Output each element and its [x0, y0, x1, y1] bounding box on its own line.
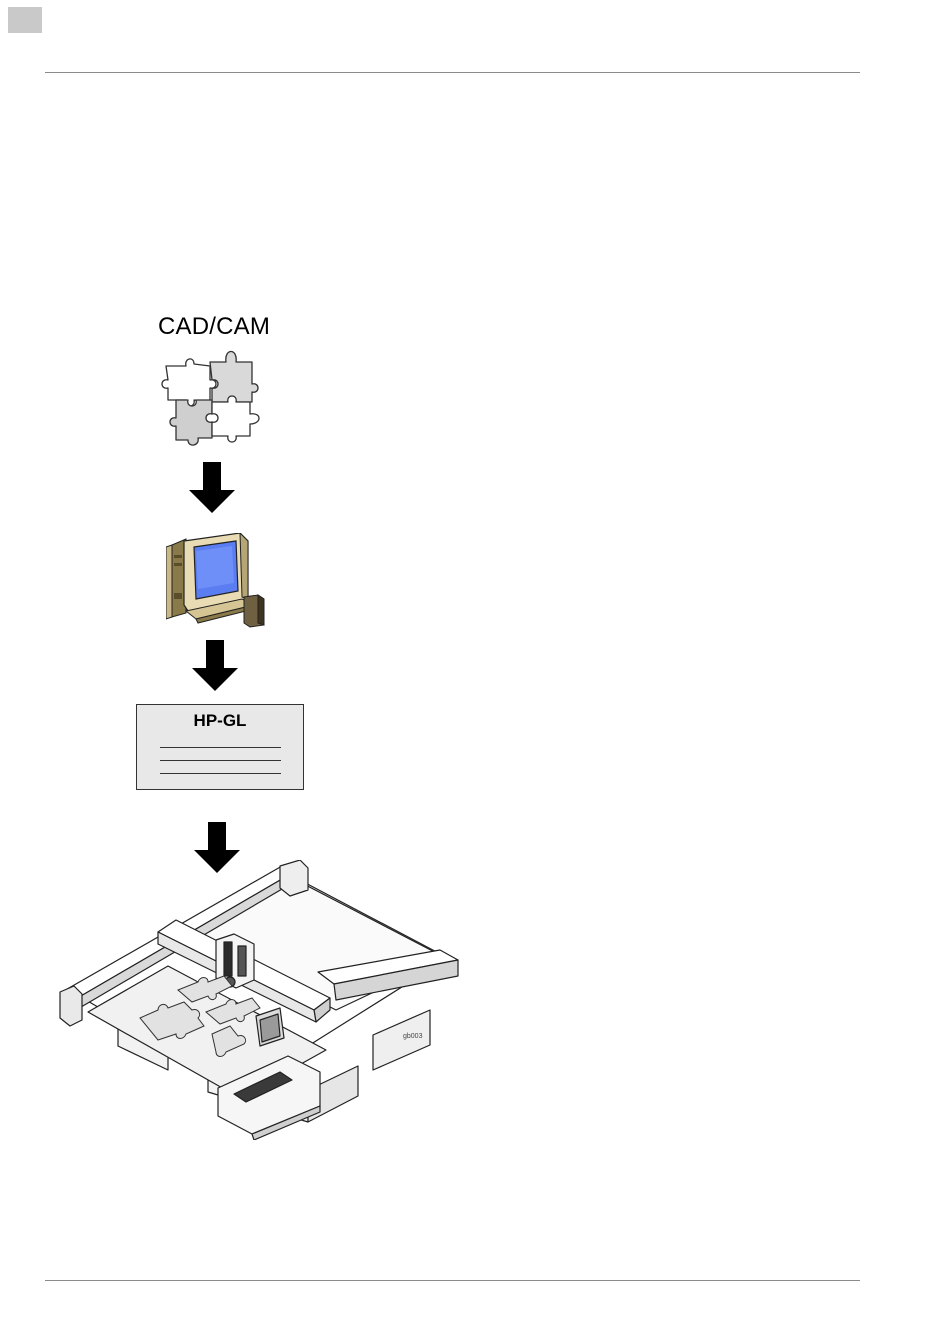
- desktop-computer-icon: [166, 533, 268, 628]
- document-line: [160, 773, 281, 774]
- machine-id-label: gb003: [403, 1033, 423, 1040]
- down-arrow-icon: [191, 640, 239, 692]
- corner-tab: [8, 7, 42, 33]
- flatbed-cutter-icon: gb003: [58, 860, 468, 1140]
- footer-rule: [45, 1280, 860, 1281]
- hpgl-document: HP-GL: [136, 704, 304, 790]
- down-arrow-icon: [188, 462, 236, 514]
- hpgl-label: HP-GL: [137, 711, 303, 731]
- cadcam-label: CAD/CAM: [148, 313, 280, 341]
- document-line: [160, 760, 281, 761]
- header-rule: [45, 72, 860, 73]
- document-line: [160, 747, 281, 748]
- puzzle-icon: [158, 344, 270, 454]
